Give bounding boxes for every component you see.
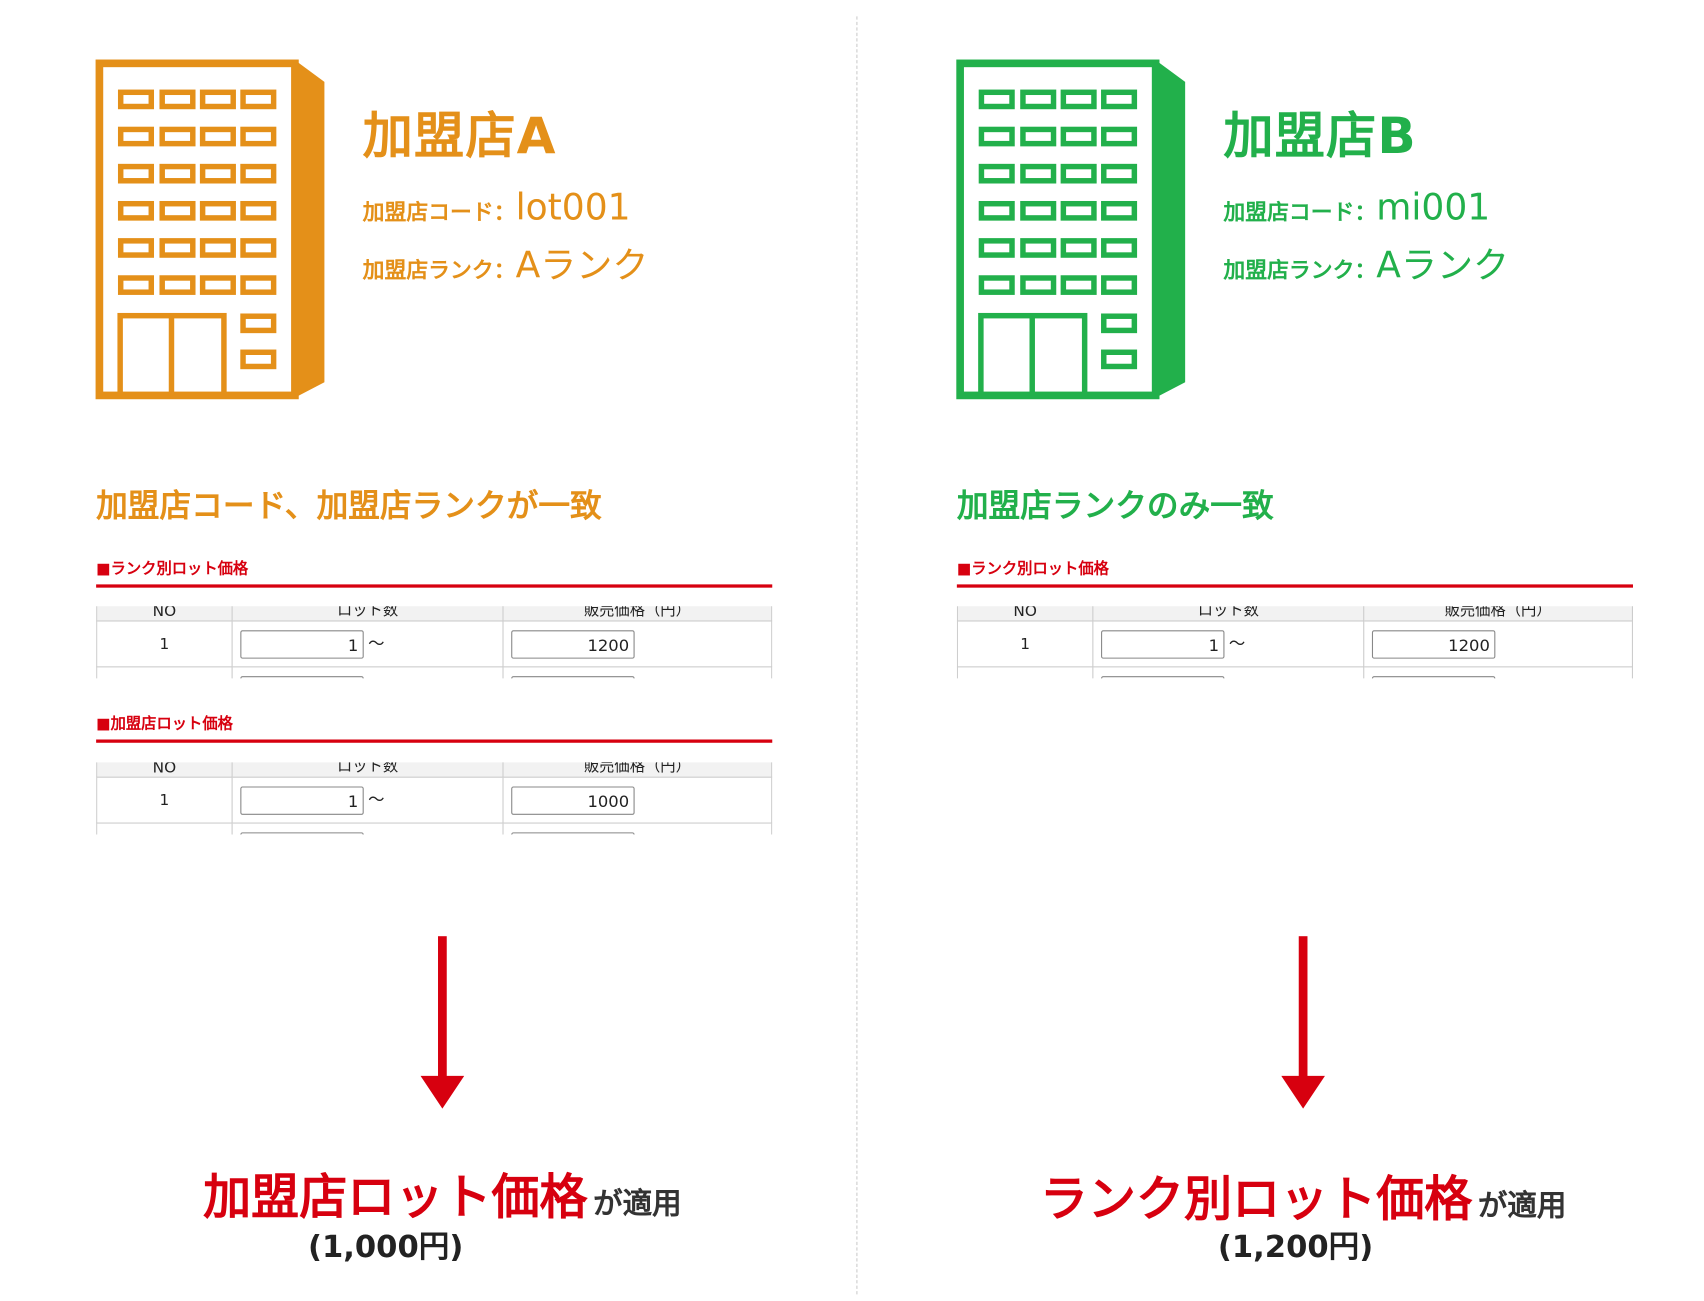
store-code: 加盟店コード：mi001 (1223, 186, 1490, 229)
store-rank-label: 加盟店ランク： (362, 256, 516, 283)
header-lot: ロット数 (231, 606, 504, 622)
applied-price-type: ランク別ロット価格 (1039, 1172, 1473, 1228)
lot-input[interactable] (240, 831, 364, 835)
section-label: ■加盟店ロット価格 (96, 715, 233, 733)
result-text: ランク別ロット価格 が適用 (861, 1160, 1704, 1230)
applied-price: (1,200円) (1217, 1228, 1374, 1265)
price-input[interactable]: 1200 (511, 629, 635, 659)
store-code: 加盟店コード：lot001 (363, 186, 631, 229)
match-heading: 加盟店コード、加盟店ランクが一致 (96, 487, 602, 525)
applied-price: (1,000円) (308, 1228, 464, 1265)
store-rank-value: Aランク (515, 243, 649, 287)
store-code-value: lot001 (515, 185, 631, 229)
header-price: 販売価格（円） (502, 606, 773, 622)
store-code-label: 加盟店コード： (1223, 198, 1377, 226)
header-price: 販売価格（円） (1363, 606, 1633, 622)
store-rank-value: Aランク (1376, 243, 1510, 287)
section-rule (956, 584, 1633, 588)
down-arrow-icon (1281, 936, 1325, 1109)
building-icon (956, 59, 1186, 400)
applied-price-type: 加盟店ロット価格 (203, 1169, 588, 1226)
tilde: 〜 (1228, 632, 1246, 653)
header-lot: ロット数 (231, 762, 504, 778)
row-no: 1 (956, 620, 1094, 668)
lot-input[interactable]: 1 (1101, 629, 1225, 659)
price-input[interactable]: 1000 (511, 785, 635, 815)
store-name: 加盟店A (362, 105, 557, 165)
header-no: NO (956, 606, 1094, 622)
lot-input[interactable]: 1 (240, 785, 364, 815)
price-input[interactable] (1371, 675, 1496, 679)
store-code-value: mi001 (1376, 185, 1491, 229)
price-input[interactable] (511, 675, 635, 679)
match-heading: 加盟店ランクのみ一致 (956, 487, 1274, 525)
price-input[interactable]: 1200 (1371, 629, 1496, 659)
section-rule (96, 739, 773, 743)
building-icon (95, 59, 325, 400)
tilde: 〜 (368, 789, 385, 809)
store-a-column: 加盟店A 加盟店コード：lot001 加盟店ランク：Aランク 加盟店コード、加盟… (0, 0, 773, 1300)
store-code-label: 加盟店コード： (362, 198, 516, 226)
price-input[interactable] (511, 831, 635, 835)
lot-input[interactable] (1101, 675, 1225, 679)
header-no: NO (96, 606, 233, 622)
section-rule (96, 584, 773, 588)
row-no: 1 (96, 776, 233, 824)
down-arrow-icon (420, 936, 465, 1109)
section-label: ■ランク別ロット価格 (96, 560, 249, 578)
row-no: 1 (96, 620, 233, 668)
applied-suffix: が適用 (593, 1187, 682, 1222)
lot-input[interactable]: 1 (240, 629, 364, 659)
lot-input[interactable] (240, 675, 364, 679)
section-label: ■ランク別ロット価格 (956, 560, 1109, 578)
store-name: 加盟店B (1223, 105, 1417, 165)
column-divider (856, 16, 858, 1295)
tilde: 〜 (368, 632, 385, 653)
header-lot: ロット数 (1092, 606, 1365, 622)
result-text: 加盟店ロット価格 が適用 (0, 1158, 885, 1228)
store-b-column: 加盟店B 加盟店コード：mi001 加盟店ランク：Aランク 加盟店ランクのみ一致… (861, 0, 1633, 1300)
header-no: NO (96, 762, 233, 778)
store-rank: 加盟店ランク：Aランク (363, 236, 649, 288)
applied-suffix: が適用 (1477, 1189, 1567, 1224)
header-price: 販売価格（円） (502, 762, 773, 778)
store-rank-label: 加盟店ランク： (1223, 256, 1377, 283)
store-rank: 加盟店ランク：Aランク (1223, 236, 1509, 288)
